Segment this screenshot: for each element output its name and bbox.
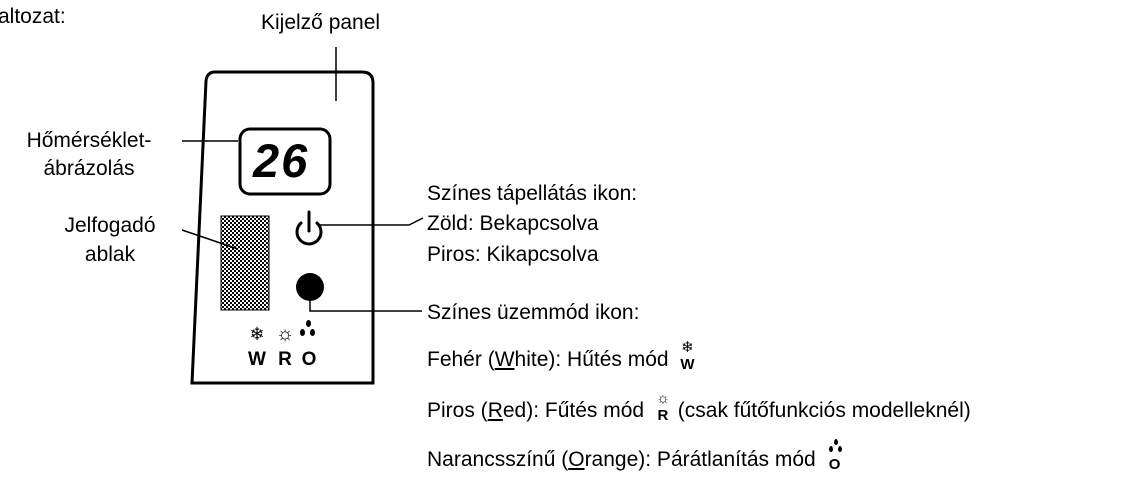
mode-info-red: Piros (Red): Fűtés mód ☼R (csak fűtőfunk… <box>427 390 971 424</box>
mode-letter-r: R <box>278 349 292 370</box>
power-info-title: Színes tápellátás ikon: <box>427 182 638 205</box>
droplets-icon <box>298 320 318 340</box>
mode-info-white: Fehér (White): Hűtés mód ❄W <box>427 339 695 373</box>
power-info-off: Piros: Kikapcsolva <box>427 243 599 266</box>
mode-info-title: Színes üzemmód ikon: <box>427 301 640 324</box>
temperature-label-line2: ábrázolás <box>43 157 135 180</box>
receiver-label-line2: ablak <box>84 243 136 266</box>
header-partial: altozat: <box>0 5 66 28</box>
mode-info-orange: Narancsszínű (Orange): Párátlanítás mód … <box>427 439 844 472</box>
sun-icon: ☼ <box>275 323 295 345</box>
temperature-label-line1: Hőmérséklet- <box>26 129 152 152</box>
snowflake-icon: ❄ <box>249 324 265 344</box>
mode-letter-o: O <box>301 349 317 370</box>
display-panel-label: Kijelző panel <box>261 11 381 34</box>
mode-letter-w: W <box>248 349 266 370</box>
display-screen <box>238 127 332 196</box>
droplets-o-icon: O <box>826 439 844 472</box>
receiver-window <box>220 215 270 311</box>
sun-r-icon: ☼R <box>656 390 670 424</box>
power-icon <box>295 210 323 246</box>
mode-led <box>296 273 324 301</box>
snowflake-w-icon: ❄W <box>680 339 695 373</box>
power-info-on: Zöld: Bekapcsolva <box>427 212 599 235</box>
display-value: 26 <box>253 134 310 187</box>
device-outline <box>190 70 375 385</box>
receiver-label-line1: Jelfogadó <box>64 214 156 237</box>
